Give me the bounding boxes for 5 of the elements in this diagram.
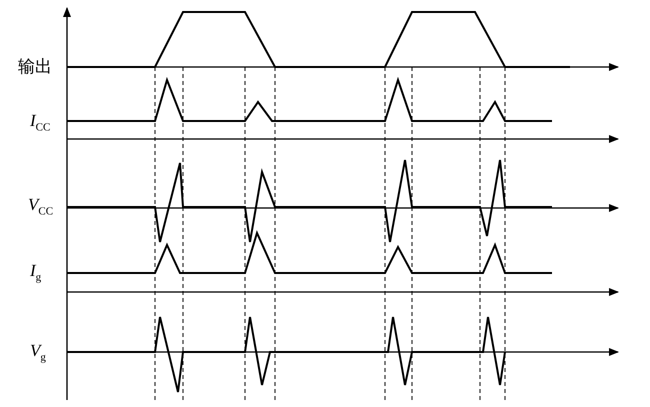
signal-label: V$_{CC}$ [28,196,54,220]
signal-label: I$_{g}$ [30,262,42,286]
signal-label: I$_{CC}$ [30,112,50,136]
signal-label: 输出 [18,58,52,76]
signal-label: V$_{g}$ [30,342,46,366]
